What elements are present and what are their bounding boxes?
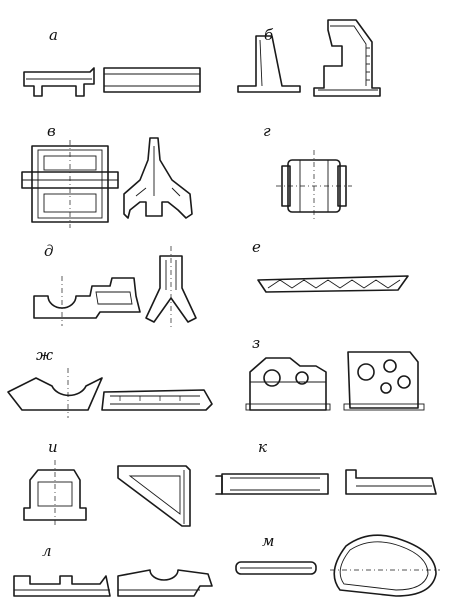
label-d: д xyxy=(44,242,54,260)
part-v-frame xyxy=(21,140,119,228)
part-l-rail-2 xyxy=(117,569,213,597)
label-g: г xyxy=(263,122,271,140)
part-zh-plate xyxy=(101,389,213,411)
label-v: в xyxy=(47,122,56,140)
label-e: е xyxy=(252,238,261,256)
part-z-gearbox xyxy=(245,357,331,411)
label-k: к xyxy=(258,438,267,456)
part-z-housing xyxy=(343,351,425,411)
label-a: а xyxy=(49,26,58,44)
label-m: м xyxy=(262,532,275,550)
part-i-bracket xyxy=(117,465,191,527)
label-l: л xyxy=(42,542,52,560)
part-a-frame xyxy=(23,67,95,97)
part-l-rail-1 xyxy=(13,575,111,597)
part-a-bed xyxy=(103,67,201,93)
label-b: б xyxy=(264,26,274,44)
part-i-box xyxy=(23,460,87,526)
part-k-rail xyxy=(345,469,437,495)
label-i: и xyxy=(48,438,58,456)
part-b-cframe xyxy=(313,19,381,97)
part-d-housing xyxy=(33,276,141,326)
part-g-drum xyxy=(276,150,352,220)
label-z: з xyxy=(252,334,261,352)
label-zh: ж xyxy=(36,346,54,364)
part-m-strip xyxy=(235,561,317,575)
part-v-spider xyxy=(123,137,193,219)
part-b-column xyxy=(237,35,301,93)
part-k-guide xyxy=(215,473,329,495)
part-e-truss xyxy=(257,275,409,293)
part-d-aframe xyxy=(145,246,197,328)
part-m-cover xyxy=(330,534,440,597)
part-zh-cap xyxy=(7,368,103,418)
